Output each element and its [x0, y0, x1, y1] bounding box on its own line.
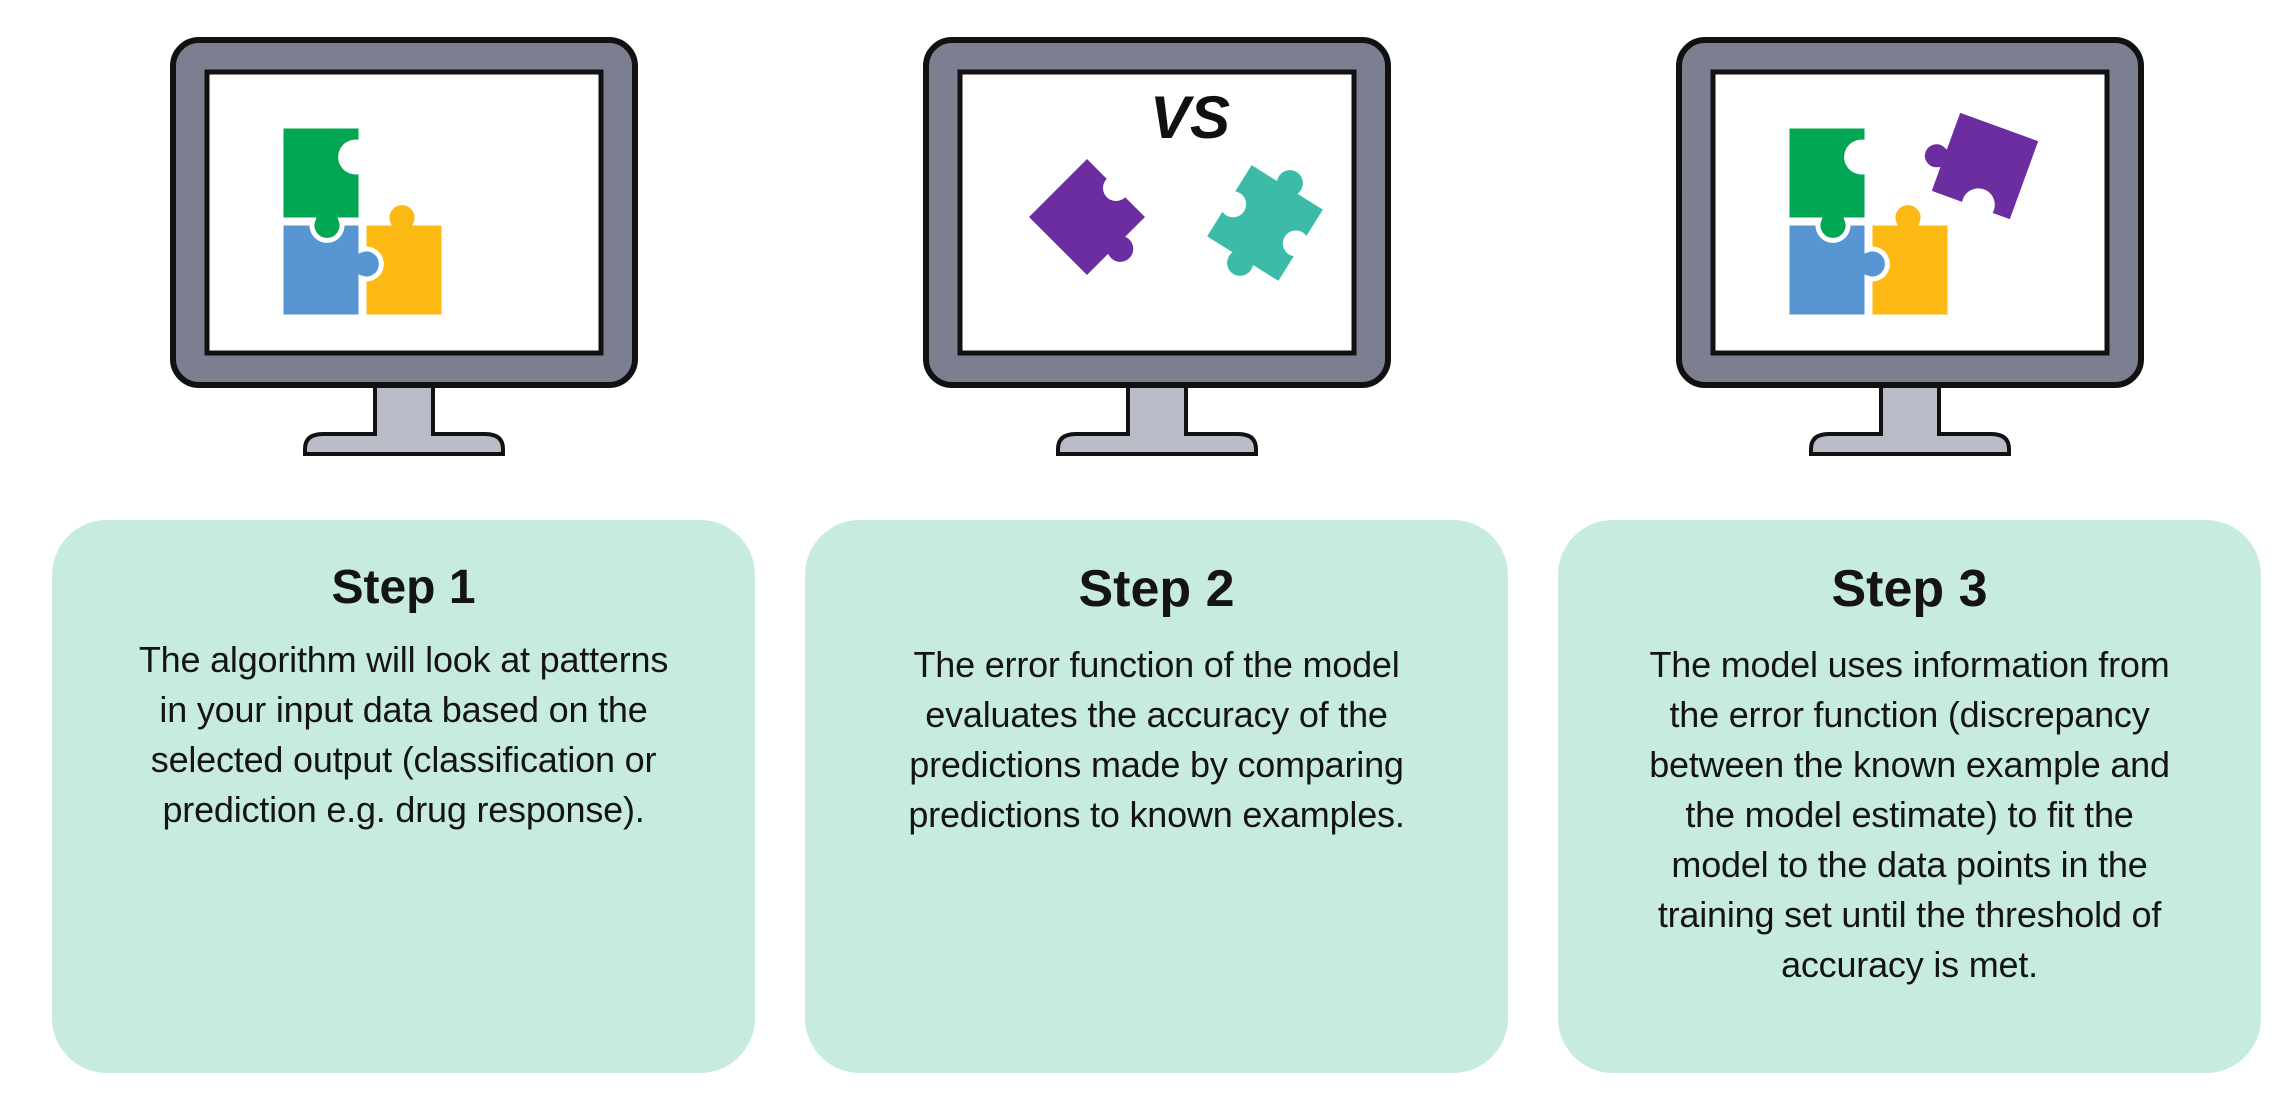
- monitor-icon: [1675, 37, 2144, 456]
- vs-label: VS: [1149, 84, 1229, 151]
- step-2-description: The error function of the model evaluate…: [908, 643, 1405, 835]
- blue-puzzle-piece-icon: [1784, 220, 1890, 320]
- step-1-monitor-illustration: [52, 0, 755, 520]
- step-3-description: The model uses information from the erro…: [1649, 643, 2170, 985]
- teal-puzzle-piece-icon: [1206, 165, 1323, 281]
- purple-puzzle-piece-icon: [1028, 159, 1145, 275]
- step-3-column: Step 3 The model uses information from t…: [1558, 0, 2261, 1073]
- green-puzzle-piece-icon: [278, 123, 363, 243]
- steps-row: Step 1 The algorithm will look at patter…: [52, 0, 2261, 1073]
- blue-puzzle-piece-icon: [278, 220, 384, 320]
- monitor-stand: [302, 380, 505, 456]
- step-1-title: Step 1: [331, 561, 476, 614]
- step-3-card: Step 3 The model uses information from t…: [1558, 520, 2261, 1073]
- monitor-icon: VS: [922, 37, 1391, 456]
- step-1-description: The algorithm will look at patterns in y…: [138, 639, 669, 831]
- yellow-puzzle-piece-icon: [361, 200, 446, 320]
- monitor-icon: [169, 37, 638, 456]
- step-3-title: Step 3: [1831, 560, 1988, 618]
- monitor-stand: [1808, 380, 2011, 456]
- step-1-card: Step 1 The algorithm will look at patter…: [52, 520, 755, 1073]
- step-1-column: Step 1 The algorithm will look at patter…: [52, 0, 755, 1073]
- green-puzzle-piece-icon: [1784, 123, 1869, 243]
- step-2-monitor-illustration: VS: [805, 0, 1508, 520]
- step-2-card: Step 2 The error function of the model e…: [805, 520, 1508, 1073]
- step-3-monitor-illustration: [1558, 0, 2261, 520]
- purple-puzzle-piece-icon: [1919, 106, 2045, 226]
- yellow-puzzle-piece-icon: [1867, 200, 1952, 320]
- step-2-column: VS Step 2 The error function of the mode…: [805, 0, 1508, 1073]
- step-2-title: Step 2: [1078, 560, 1235, 618]
- monitor-stand: [1055, 380, 1258, 456]
